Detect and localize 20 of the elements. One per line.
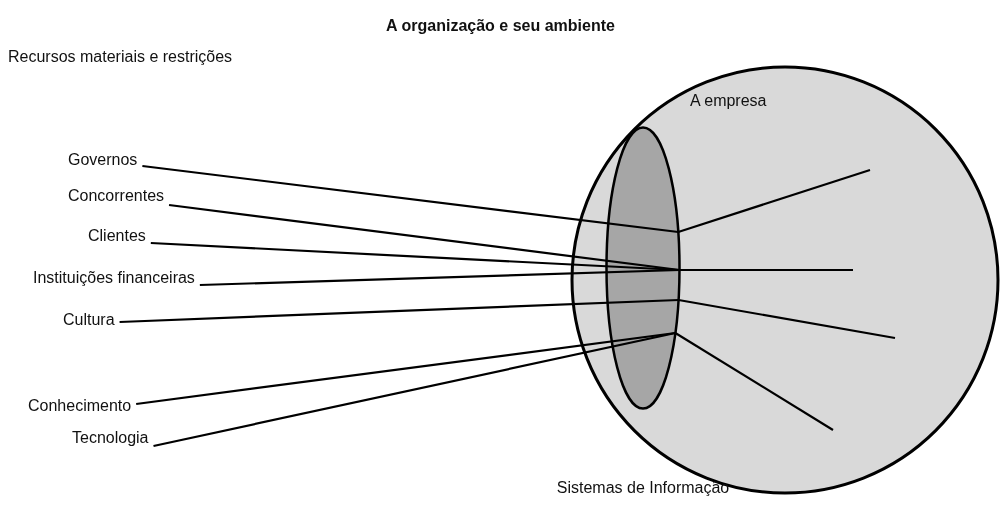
environment-factor-label: Conhecimento	[28, 396, 132, 416]
connector-line	[678, 298, 896, 340]
environment-factor-label: Concorrentes	[68, 186, 165, 206]
annotation-label: Recursos materiais e restrições	[8, 47, 233, 67]
company-label: A empresa	[690, 91, 767, 111]
connector-line	[679, 268, 853, 272]
information-systems-ellipse	[605, 126, 681, 410]
connector-line	[153, 331, 676, 448]
connector-line	[674, 332, 834, 431]
environment-factor-label: Governos	[68, 150, 138, 170]
diagram-title: A organização e seu ambiente	[385, 16, 616, 36]
environment-factor-label: Clientes	[88, 226, 146, 246]
connector-line	[119, 298, 679, 324]
annotation-label: Sistemas de Informação	[555, 478, 731, 498]
environment-factor-label: Tecnologia	[72, 428, 149, 448]
environment-factor-label: Instituições financeiras	[33, 268, 195, 288]
environment-factor-label: Cultura	[63, 310, 115, 330]
connector-line	[199, 268, 680, 287]
connector-line	[677, 168, 871, 234]
connector-line	[142, 164, 679, 234]
